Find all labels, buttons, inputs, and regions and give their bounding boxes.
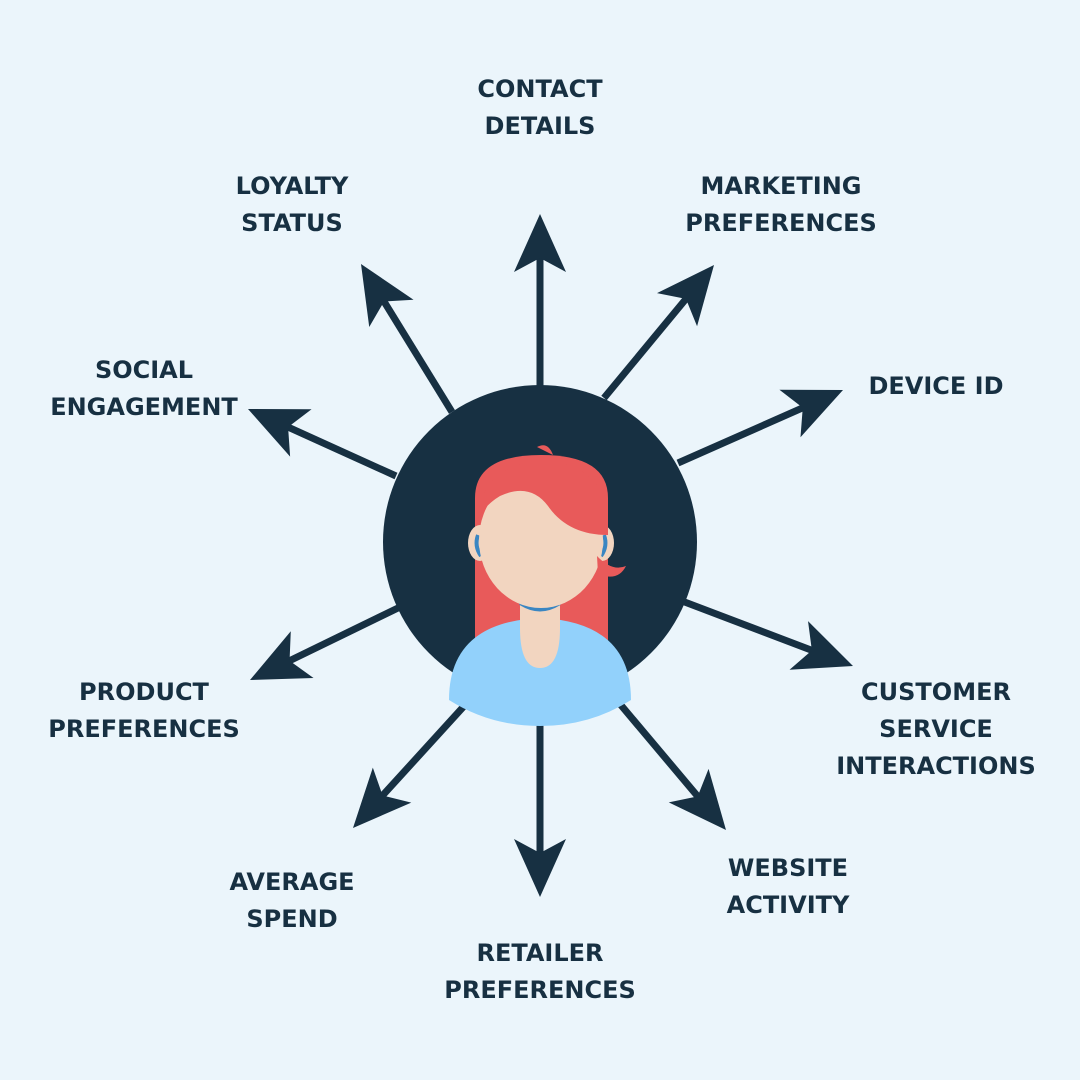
label-line: INTERACTIONS (836, 752, 1036, 780)
label-line: ENGAGEMENT (50, 393, 238, 421)
label-line: ACTIVITY (726, 891, 850, 919)
arrow-head (250, 631, 314, 680)
label-line: DEVICE ID (868, 372, 1004, 400)
arrow-head (789, 621, 853, 670)
arrow-loyalty-status (361, 264, 455, 414)
label-line: MARKETING (700, 172, 862, 200)
arrow-social-engagement (248, 409, 398, 480)
label-line: PRODUCT (79, 678, 209, 706)
arrow-head (248, 409, 312, 457)
label-social-engagement: SOCIAL ENGAGEMENT (50, 352, 238, 426)
label-average-spend: AVERAGE SPEND (229, 864, 354, 938)
label-line: PREFERENCES (48, 715, 240, 743)
arrow-shaft (284, 604, 400, 666)
arrow-shaft (617, 701, 703, 802)
arrow-shaft (282, 422, 398, 480)
arrows-group (248, 214, 853, 897)
arrow-website-activity (617, 701, 726, 830)
label-line: WEBSITE (727, 854, 849, 882)
label-line: STATUS (241, 209, 343, 237)
arrow-shaft (601, 293, 692, 401)
label-line: LOYALTY (235, 172, 349, 200)
arrow-customer-service-interactions (680, 597, 853, 670)
arrow-shaft (680, 597, 817, 656)
label-loyalty-status: LOYALTY STATUS (236, 168, 349, 242)
arrow-retailer-preferences (514, 725, 566, 897)
label-line: CONTACT (477, 75, 603, 103)
arrow-head (361, 264, 414, 328)
label-customer-service-interactions: CUSTOMER SERVICE INTERACTIONS (836, 674, 1036, 785)
label-line: AVERAGE (229, 868, 355, 896)
arrow-contact-details (514, 214, 566, 386)
label-line: DETAILS (484, 112, 596, 140)
arrow-head (353, 767, 412, 828)
label-product-preferences: PRODUCT PREFERENCES (48, 674, 240, 748)
arrow-device-id (676, 389, 843, 467)
label-line: CUSTOMER (861, 678, 1011, 706)
label-line: PREFERENCES (444, 976, 636, 1004)
label-device-id: DEVICE ID (868, 368, 1003, 405)
arrow-head (656, 265, 714, 327)
arrow-shaft (377, 702, 468, 801)
arrow-marketing-preferences (601, 265, 714, 401)
arrow-head (514, 839, 566, 897)
customer-avatar-icon (449, 445, 631, 726)
label-line: PREFERENCES (685, 209, 877, 237)
label-line: RETAILER (476, 939, 604, 967)
arrow-average-spend (353, 702, 468, 828)
label-contact-details: CONTACT DETAILS (477, 71, 602, 145)
arrow-head (514, 214, 566, 272)
label-marketing-preferences: MARKETING PREFERENCES (685, 168, 877, 242)
arrow-shaft (676, 402, 808, 467)
arrow-head (668, 768, 726, 830)
label-line: SPEND (246, 905, 338, 933)
arrow-shaft (378, 296, 455, 414)
label-website-activity: WEBSITE ACTIVITY (727, 850, 850, 924)
label-retailer-preferences: RETAILER PREFERENCES (444, 935, 636, 1009)
label-line: SOCIAL (94, 356, 194, 384)
arrow-head (779, 389, 843, 438)
arrow-product-preferences (250, 604, 400, 680)
label-line: SERVICE (879, 715, 993, 743)
